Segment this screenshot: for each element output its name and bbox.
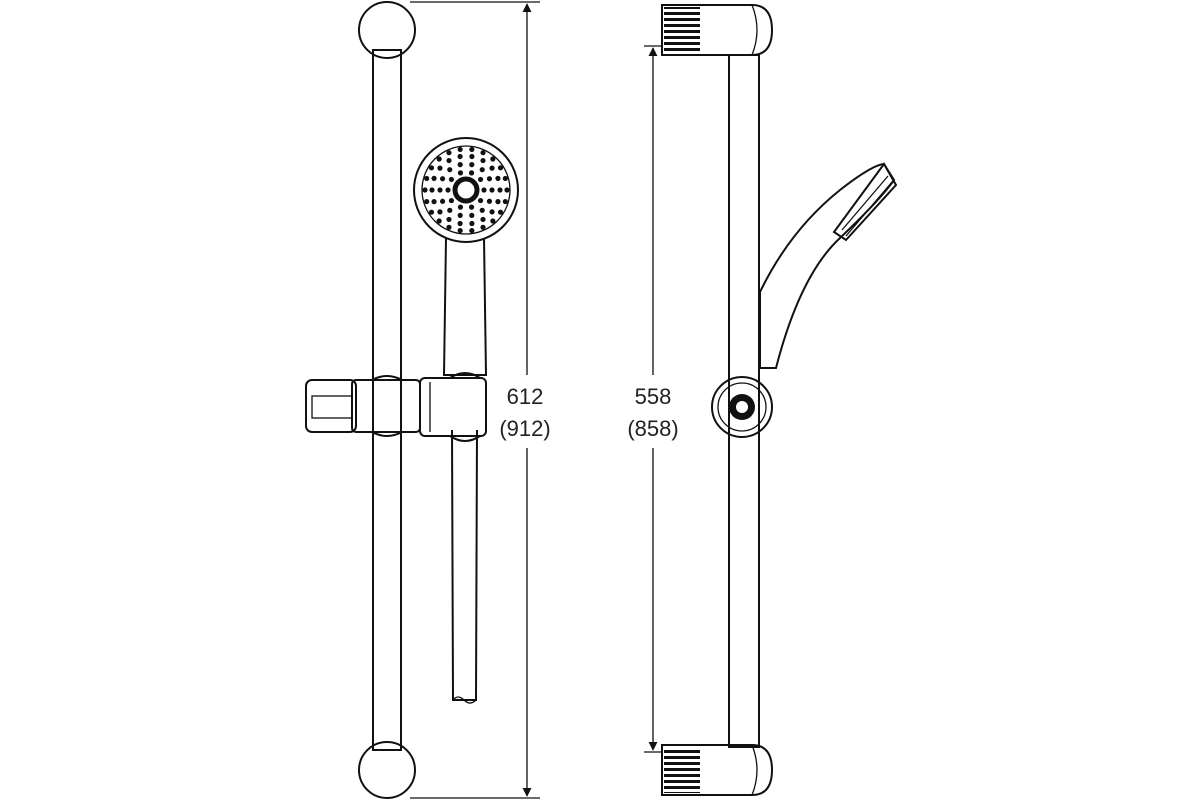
spray-hole: [424, 198, 430, 205]
spray-hole: [480, 157, 486, 164]
side-bottom-bracket: [661, 744, 774, 796]
spray-hole: [457, 220, 463, 227]
spray-hole: [504, 187, 510, 193]
spray-hole: [457, 146, 463, 153]
spray-hole: [447, 167, 453, 173]
spray-hole: [489, 165, 495, 171]
spray-hole: [447, 207, 453, 213]
side-dimension-label-alt: (858): [627, 416, 678, 441]
spray-hole: [439, 176, 446, 182]
spray-hole: [457, 153, 463, 160]
spray-hole: [448, 176, 455, 183]
spray-hole: [489, 187, 495, 193]
shower-head-side: [759, 162, 898, 369]
front-top-cap: [358, 1, 416, 59]
spray-hole: [489, 209, 495, 215]
front-dimension-label-alt: (912): [499, 416, 550, 441]
spray-hole: [479, 167, 485, 173]
front-rail: [372, 49, 402, 751]
spray-hole: [429, 187, 435, 193]
spray-hole: [424, 175, 430, 182]
spray-hole: [486, 198, 493, 204]
spray-hole: [437, 187, 443, 193]
spray-hole: [497, 165, 504, 171]
shower-hose: [451, 429, 478, 701]
spray-hole: [457, 212, 463, 218]
spray-hole: [436, 156, 442, 162]
side-top-bracket: [661, 4, 774, 56]
spray-hole: [469, 146, 475, 153]
spray-hole: [469, 153, 475, 160]
spray-hole: [502, 198, 508, 205]
front-view: 612 (912): [305, 1, 551, 799]
front-dimension-label: 612: [507, 384, 544, 409]
spray-hole: [468, 170, 475, 176]
spray-hole: [495, 175, 501, 181]
spray-hole: [446, 224, 452, 230]
spray-hole: [428, 209, 435, 215]
spray-hole: [445, 187, 451, 193]
spray-hole: [446, 150, 452, 156]
spray-hole: [422, 187, 428, 193]
spray-hole: [502, 175, 508, 182]
spray-hole: [437, 165, 443, 171]
spray-hole: [497, 187, 503, 193]
spray-hole: [479, 207, 485, 213]
spray-hole: [457, 162, 463, 168]
spray-hole: [431, 199, 437, 205]
spray-hole: [428, 165, 435, 171]
spray-hole: [436, 218, 442, 224]
spray-hole: [457, 204, 464, 210]
spray-hole: [469, 220, 475, 227]
spray-hole: [490, 218, 496, 224]
slider-bracket-front: [305, 372, 487, 442]
spray-hole: [477, 197, 484, 204]
spray-hole: [490, 156, 496, 162]
spray-hole: [480, 216, 486, 223]
slider-bracket-side: [711, 376, 773, 438]
spray-hole: [469, 162, 475, 168]
spray-hole: [486, 176, 493, 182]
spray-hole: [446, 157, 452, 164]
spray-hole: [457, 227, 463, 234]
shower-head-front: [413, 137, 519, 376]
spray-hole: [457, 170, 464, 176]
side-dimension-label: 558: [635, 384, 672, 409]
spray-hole: [448, 197, 455, 204]
side-view: 558 (858): [627, 4, 898, 796]
spray-hole: [480, 150, 486, 156]
spray-hole: [469, 212, 475, 218]
spray-hole: [469, 227, 475, 234]
spray-hole: [480, 224, 486, 230]
spray-hole: [431, 175, 437, 181]
spray-hole: [481, 187, 487, 193]
spray-hole: [439, 198, 446, 204]
front-bottom-cap: [358, 741, 416, 799]
spray-hole: [477, 176, 484, 183]
spray-hole: [468, 204, 475, 210]
spray-hole: [446, 216, 452, 223]
spray-hole: [495, 199, 501, 205]
spray-hole: [497, 209, 504, 215]
spray-hole: [437, 209, 443, 215]
